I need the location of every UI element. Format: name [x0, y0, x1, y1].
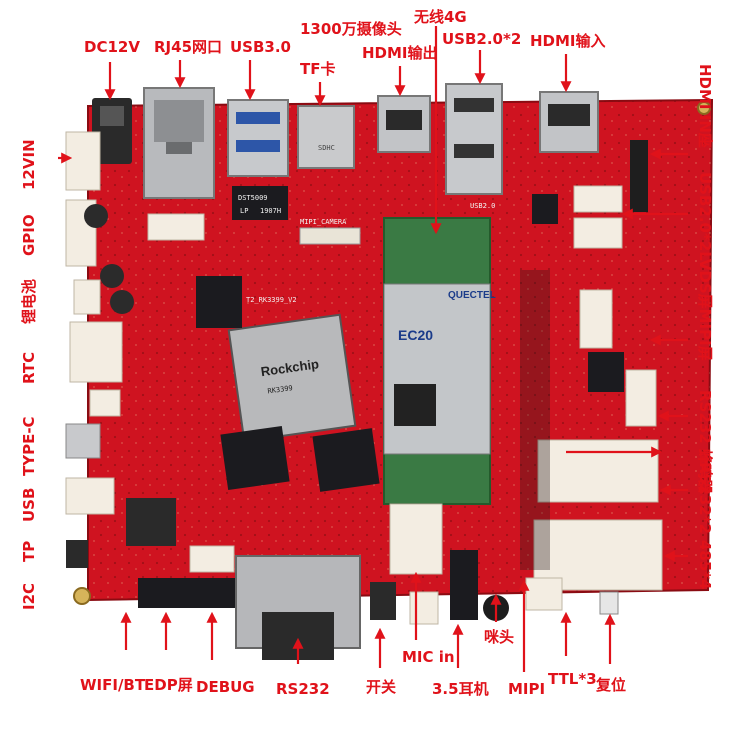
label-dc12v: DC12V	[84, 38, 140, 56]
dc-jack	[92, 98, 132, 164]
hdmi-out-port	[377, 95, 431, 153]
label-power-switch: 开关	[366, 678, 397, 696]
svg-text:QUECTEL: QUECTEL	[448, 290, 496, 301]
mount-hole	[697, 101, 711, 115]
label-rs232x2: RS232*2	[696, 462, 714, 534]
camera-fpc-connector: MIPI_CAMERA	[299, 218, 361, 245]
capacitors	[84, 204, 134, 314]
label-usb3: USB3.0	[230, 38, 291, 56]
rk3399-soc: Rockchip RK3399 T2_RK3399_V2	[227, 296, 357, 443]
svg-text:MIPI_CAMERA: MIPI_CAMERA	[300, 218, 347, 226]
label-rtc: RTC	[20, 351, 38, 384]
label-12vin: 12VIN	[20, 139, 38, 190]
label-ttl: TTL*3	[548, 670, 597, 688]
tf-card-slot: SDHC	[297, 105, 355, 169]
label-earphone: 3.5耳机	[432, 680, 489, 698]
label-hdmi-in: HDMI输入	[530, 32, 606, 50]
4g-module: QUECTEL EC20	[383, 217, 496, 505]
memory-chips	[126, 276, 380, 546]
label-reset: 复位	[596, 676, 627, 694]
label-wifi-bt: WIFI/BT	[80, 676, 146, 694]
svg-text:T2_RK3399_V2: T2_RK3399_V2	[246, 296, 297, 304]
svg-text:1907H: 1907H	[260, 207, 281, 215]
label-mic-in: MIC in	[402, 648, 455, 666]
label-tf-card: TF卡	[300, 60, 336, 78]
hdmi-in-port	[539, 91, 599, 153]
svg-text:DST5009: DST5009	[238, 194, 268, 202]
mount-hole	[73, 587, 91, 605]
usb2-dual-port: USB2.0	[445, 83, 503, 210]
callout-arrows	[58, 26, 688, 672]
white-connector	[147, 213, 205, 241]
rj45-port	[143, 87, 215, 199]
svg-text:SDHC: SDHC	[318, 144, 335, 152]
label-rs232-bottom: RS232	[276, 680, 330, 698]
label-usb: USB	[20, 487, 38, 522]
label-type-c: TYPE-C	[20, 416, 38, 476]
svg-text:LP: LP	[240, 207, 248, 215]
label-usb2x2: USB2.0*2	[442, 30, 522, 48]
label-debug: DEBUG	[196, 678, 255, 696]
left-connectors	[65, 131, 123, 568]
label-camera: 1300万摄像头	[300, 20, 402, 38]
bottom-parts	[138, 503, 619, 660]
svg-text:USB2.0: USB2.0	[470, 202, 495, 210]
label-mic: 咪头	[484, 628, 515, 646]
label-rs485x4: 485*4	[696, 540, 714, 590]
label-usb-lvds-mipi: USB2.0*2LVDS屏MIPI屏	[696, 172, 714, 361]
label-rj45: RJ45网口	[154, 38, 223, 56]
label-hdmi-out: HDMI输出	[362, 44, 438, 62]
svg-text:RK3399: RK3399	[267, 384, 293, 395]
label-battery: 锂电池	[20, 278, 38, 324]
label-hdmi-in-seat: HDMI IN座	[696, 64, 714, 148]
label-i2c: I2C	[20, 582, 38, 610]
label-mipi: MIPI	[508, 680, 546, 698]
usb3-port	[227, 99, 289, 177]
label-gpio: GPIO	[20, 214, 38, 256]
label-4g: 无线4G	[414, 8, 467, 26]
label-edp: EDP屏	[144, 676, 193, 694]
label-tp: TP	[20, 540, 38, 562]
svg-text:EC20: EC20	[398, 327, 433, 343]
ethernet-transformer-chip: DST5009 1907H LP	[232, 186, 288, 220]
hdmi-in-header	[630, 140, 648, 212]
